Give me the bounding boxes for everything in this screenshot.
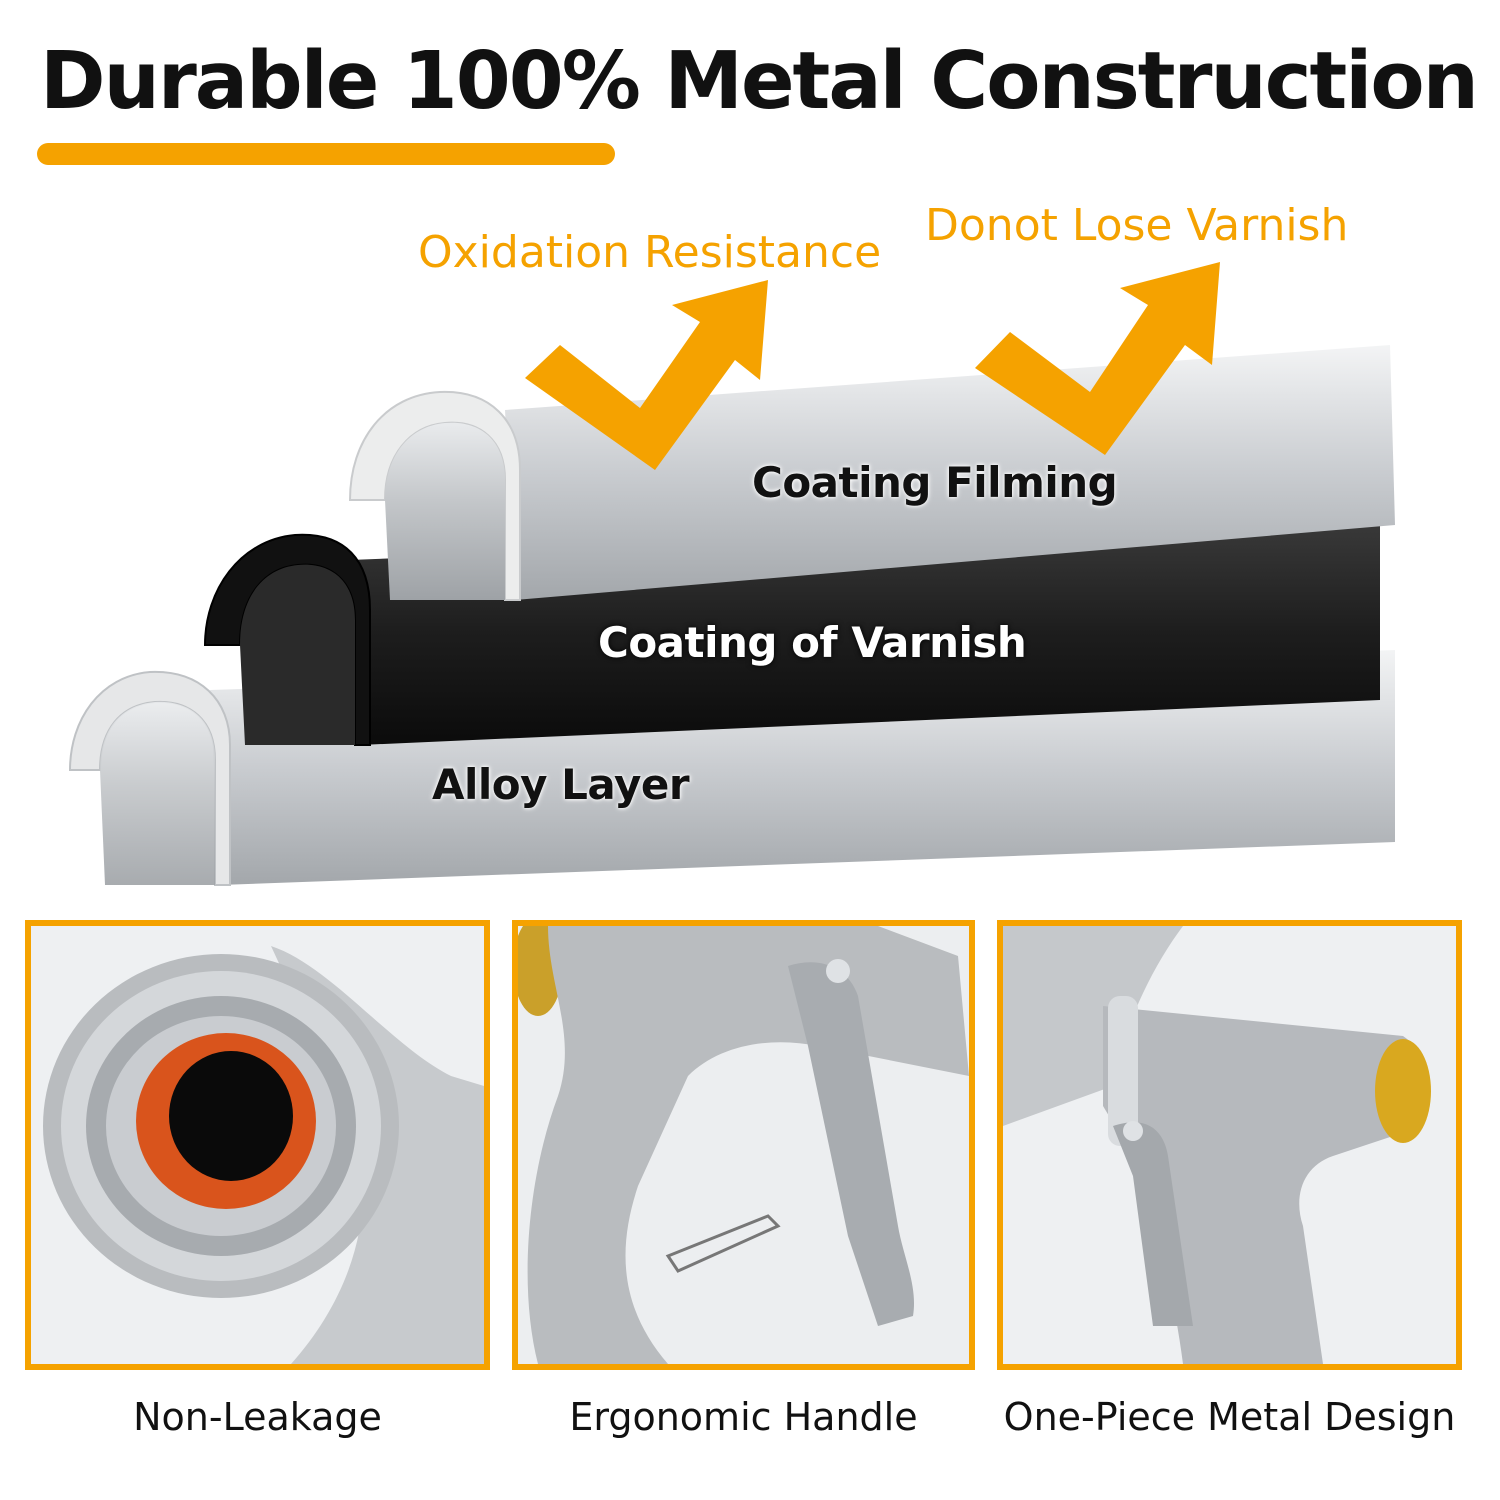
arrow-up-right-icon (975, 262, 1220, 455)
handle-image (518, 926, 969, 1364)
caption-one-piece-design: One-Piece Metal Design (1003, 1395, 1456, 1439)
filming-layer-shape (348, 345, 1395, 601)
title-underline (37, 143, 615, 165)
feature-panel-one-piece-design (997, 920, 1462, 1370)
caption-non-leakage: Non-Leakage (133, 1395, 382, 1439)
feature-panel-ergonomic-handle (512, 920, 975, 1370)
arrow-up-right-icon (525, 280, 768, 470)
layer-diagram (68, 262, 1395, 886)
oxidation-resistance-callout: Oxidation Resistance (418, 227, 882, 278)
layer-label-alloy: Alloy Layer (432, 760, 690, 809)
feature-panel-non-leakage (25, 920, 490, 1370)
caption-ergonomic-handle: Ergonomic Handle (569, 1395, 918, 1439)
page-title: Durable 100% Metal Construction (40, 35, 1479, 127)
nozzle-body-image (1003, 926, 1456, 1364)
hose-connector-image (31, 926, 484, 1364)
layer-label-filming: Coating Filming (752, 458, 1118, 507)
layer-label-varnish: Coating of Varnish (598, 618, 1027, 667)
varnish-callout: Donot Lose Varnish (925, 200, 1349, 251)
